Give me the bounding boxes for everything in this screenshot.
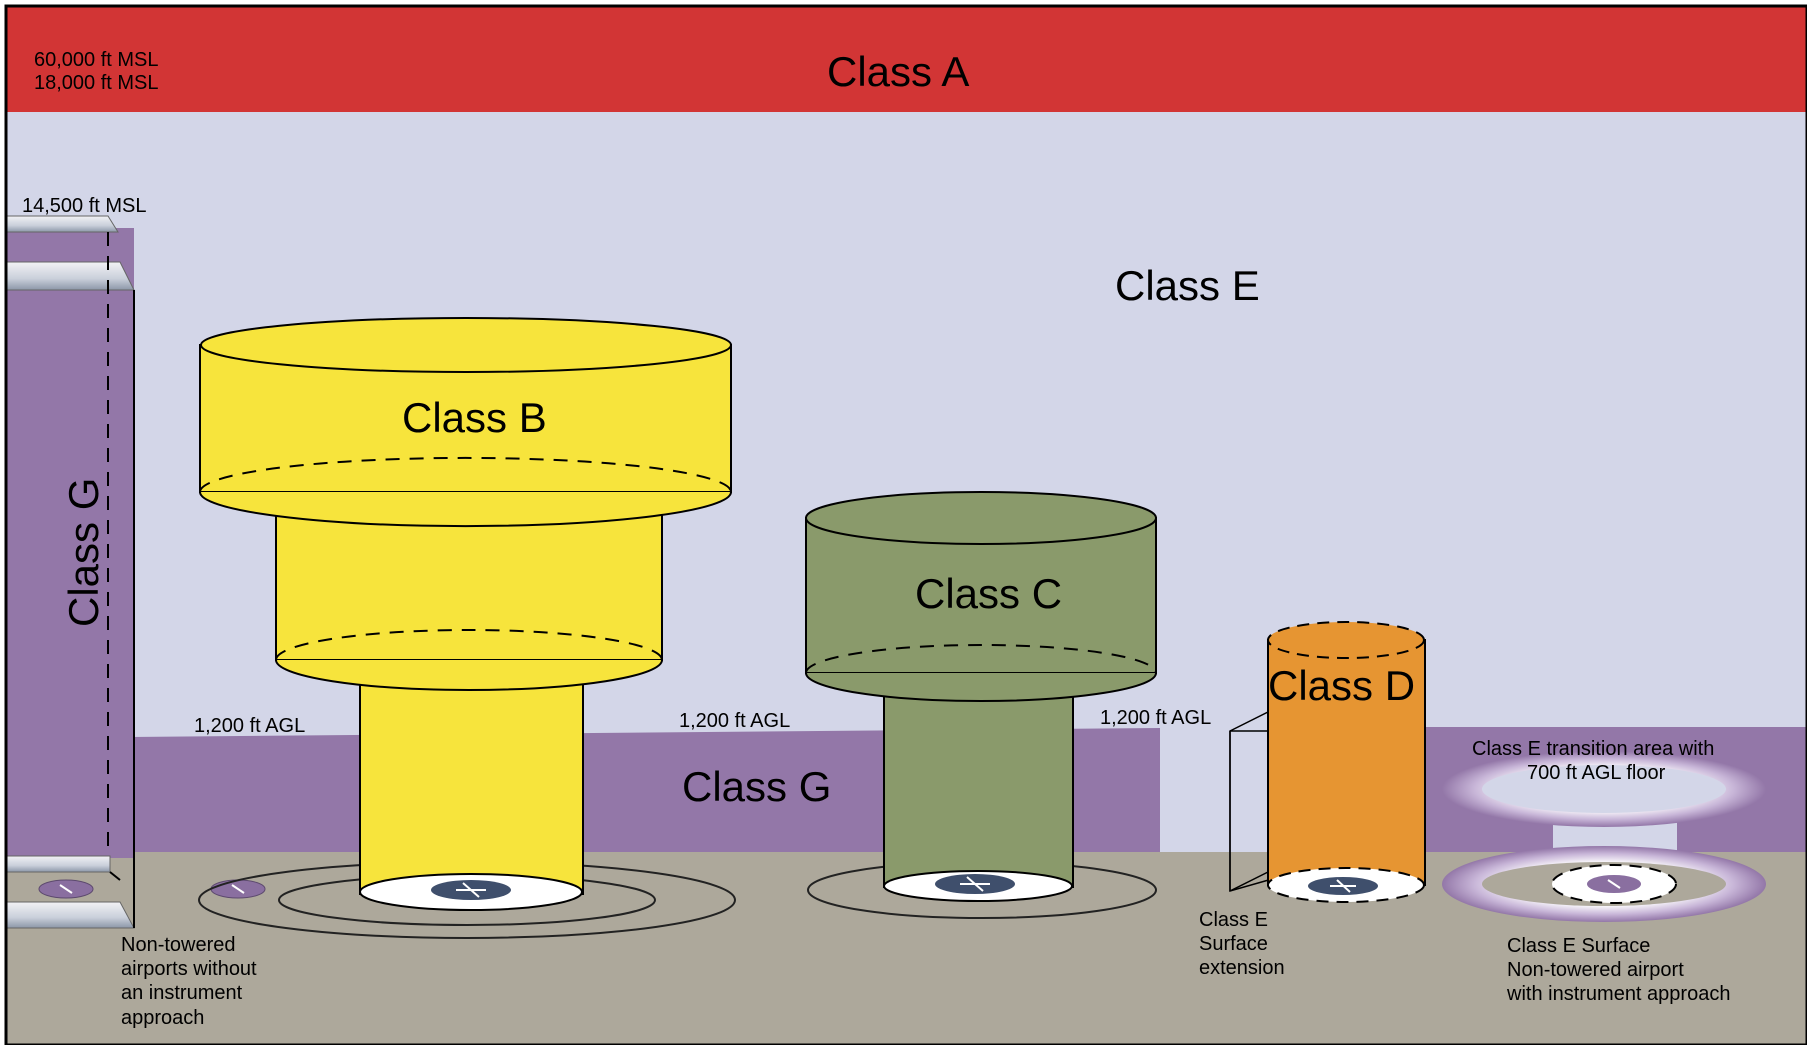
- caption-surface-nt-1: Class E Surface: [1507, 935, 1650, 957]
- class-c-structure: [805, 491, 1157, 919]
- class-e-transition-rings: [1442, 751, 1766, 922]
- shelf-top-2: [5, 261, 135, 291]
- class-g-side-label: Class G: [60, 478, 107, 627]
- altitude-60000: 60,000 ft MSL: [34, 49, 159, 71]
- class-g-mid-label: Class G: [682, 763, 831, 810]
- caption-surface-ext-1: Class E: [1199, 909, 1268, 931]
- caption-nontowered-3: an instrument: [121, 982, 243, 1004]
- caption-surface-nt-3: with instrument approach: [1506, 983, 1730, 1005]
- caption-transition-2: 700 ft AGL floor: [1527, 762, 1666, 784]
- class-c-label: Class C: [915, 570, 1062, 617]
- class-d-label: Class D: [1268, 662, 1415, 709]
- caption-transition-1: Class E transition area with: [1472, 738, 1714, 760]
- class-a-band: [6, 6, 1807, 112]
- agl-label-1: 1,200 ft AGL: [194, 715, 305, 737]
- caption-nontowered-1: Non-towered: [121, 934, 236, 956]
- agl-label-2: 1,200 ft AGL: [679, 710, 790, 732]
- class-b-structure: [198, 317, 736, 939]
- caption-surface-ext-2: Surface: [1199, 933, 1268, 955]
- caption-nontowered-2: airports without: [121, 958, 257, 980]
- altitude-18000: 18,000 ft MSL: [34, 72, 159, 94]
- caption-surface-nt-2: Non-towered airport: [1507, 959, 1684, 981]
- altitude-14500: 14,500 ft MSL: [22, 195, 147, 217]
- class-b-label: Class B: [402, 394, 547, 441]
- class-d-structure: [1267, 621, 1426, 903]
- caption-surface-ext-3: extension: [1199, 957, 1285, 979]
- shelf-bottom-1: [5, 855, 111, 873]
- caption-nontowered-4: approach: [121, 1007, 204, 1029]
- class-e-label: Class E: [1115, 262, 1260, 309]
- shelf-bottom-2: [5, 901, 135, 929]
- agl-label-3: 1,200 ft AGL: [1100, 707, 1211, 729]
- class-a-label: Class A: [827, 48, 969, 95]
- shelf-top-1: [5, 215, 119, 233]
- class-g-left-column: [6, 228, 134, 858]
